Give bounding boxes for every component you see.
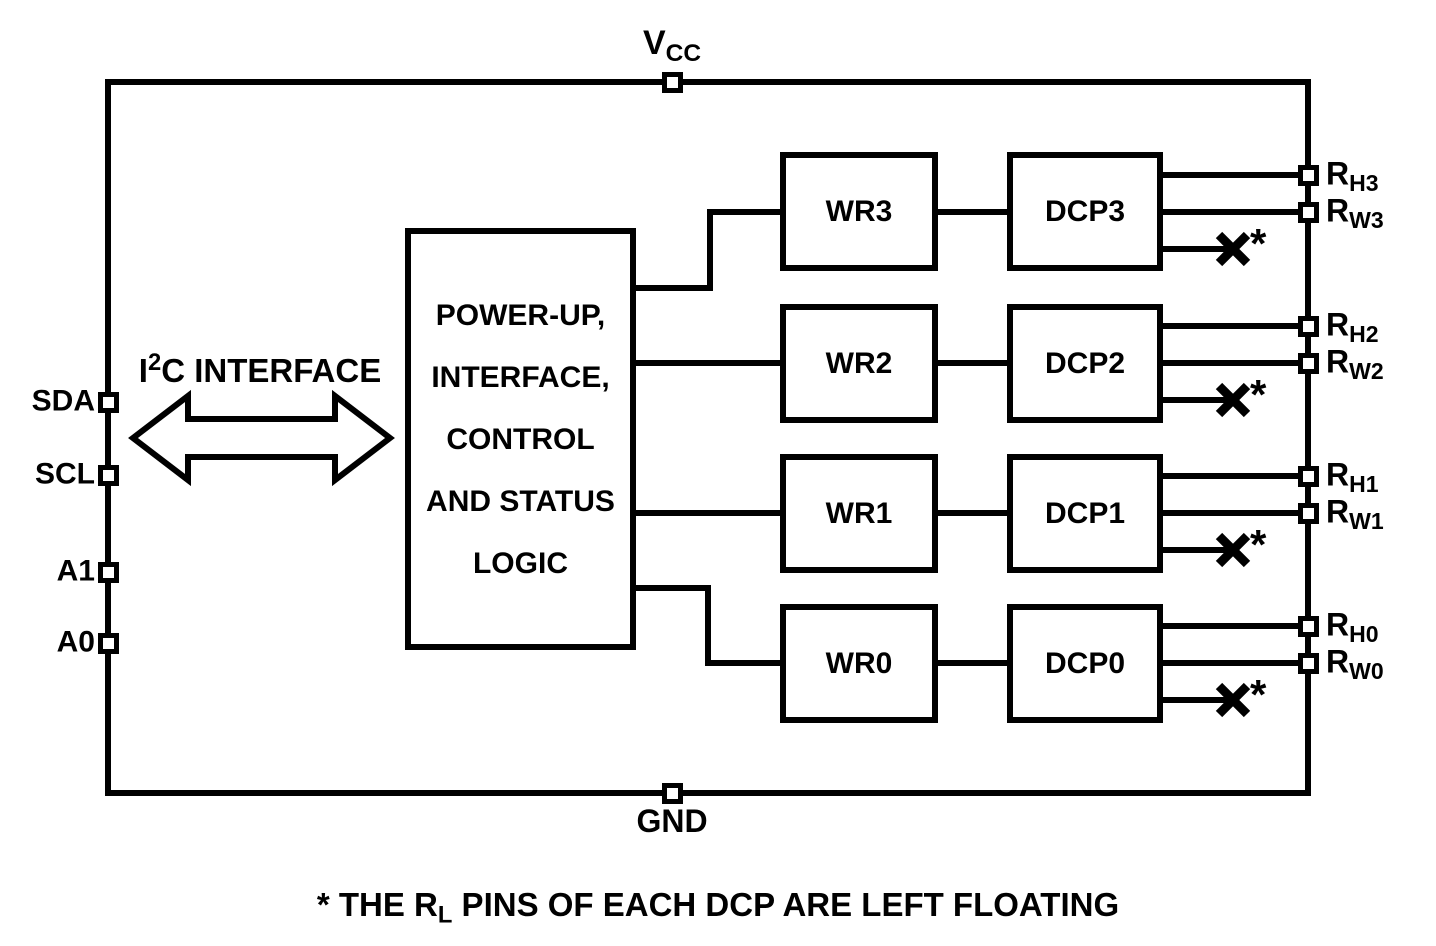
- x-marker-dcp2: [1215, 382, 1251, 418]
- vcc-sub: CC: [665, 39, 702, 67]
- a1-text: A1: [56, 554, 95, 588]
- pin-square-rh2: [1298, 316, 1319, 337]
- wr3-block: WR3: [780, 152, 938, 271]
- wr3-label: WR3: [825, 195, 893, 228]
- dcp3-block: DCP3: [1007, 152, 1163, 271]
- pin-square-rw3: [1298, 202, 1319, 223]
- connector-logic-wr0: [633, 585, 783, 666]
- logic-line: LOGIC: [472, 546, 568, 580]
- footnote: * THE RL PINS OF EACH DCP ARE LEFT FLOAT…: [0, 886, 1436, 930]
- logic-block-label: POWER-UP, INTERFACE, CONTROL AND STATUS …: [426, 269, 615, 610]
- pin-square-vcc: [662, 72, 683, 93]
- pin-square-rw2: [1298, 353, 1319, 374]
- rh3-main: R: [1326, 155, 1350, 192]
- rh0-main: R: [1326, 606, 1350, 643]
- footnote-post: PINS OF EACH DCP ARE LEFT FLOATING: [452, 886, 1120, 923]
- wr1-block: WR1: [780, 454, 938, 573]
- rw1-main: R: [1326, 493, 1350, 530]
- rw3-sub: W3: [1349, 206, 1384, 233]
- logic-line: AND STATUS: [426, 484, 615, 518]
- wr0-label: WR0: [825, 647, 893, 680]
- i2c-pre: I: [138, 351, 148, 389]
- wr2-block: WR2: [780, 304, 938, 423]
- footnote-pre: * THE R: [316, 886, 438, 923]
- pin-label-rw0: RW0: [1326, 643, 1384, 684]
- logic-line: INTERFACE,: [431, 360, 610, 394]
- rw2-main: R: [1326, 343, 1350, 380]
- logic-line: CONTROL: [446, 422, 595, 456]
- rh2-main: R: [1326, 306, 1350, 343]
- pin-square-scl: [98, 465, 119, 486]
- rw3-main: R: [1326, 192, 1350, 229]
- pin-label-gnd: GND: [600, 803, 744, 840]
- float-asterisk-dcp1: *: [1250, 521, 1267, 568]
- wr0-block: WR0: [780, 604, 938, 723]
- rh2-sub: H2: [1349, 320, 1379, 347]
- a0-text: A0: [56, 625, 95, 659]
- i2c-bidirectional-arrow: [128, 389, 395, 487]
- pin-label-rh2: RH2: [1326, 306, 1379, 347]
- connector-logic-wr3: [633, 209, 783, 291]
- dcp0-block: DCP0: [1007, 604, 1163, 723]
- dcp1-block: DCP1: [1007, 454, 1163, 573]
- rh0-sub: H0: [1349, 620, 1379, 647]
- pin-square-a1: [98, 562, 119, 583]
- pin-label-vcc: VCC: [600, 24, 744, 68]
- pin-square-rw1: [1298, 503, 1319, 524]
- rh3-sub: H3: [1349, 169, 1379, 196]
- gnd-text: GND: [636, 803, 708, 839]
- pin-square-a0: [98, 633, 119, 654]
- pin-label-rh3: RH3: [1326, 155, 1379, 196]
- x-marker-dcp3: [1215, 231, 1251, 267]
- pin-label-a0: A0: [10, 625, 95, 659]
- pin-square-gnd: [662, 783, 683, 804]
- float-asterisk-dcp0: *: [1250, 671, 1267, 718]
- pin-label-rw3: RW3: [1326, 192, 1384, 233]
- wr2-label: WR2: [825, 347, 893, 380]
- i2c-interface-label: I2C INTERFACE: [125, 349, 395, 390]
- wr1-label: WR1: [825, 497, 893, 530]
- dcp3-label: DCP3: [1044, 195, 1126, 228]
- scl-text: SCL: [35, 457, 95, 491]
- float-asterisk-dcp3: *: [1250, 220, 1267, 267]
- pin-label-rw2: RW2: [1326, 343, 1384, 384]
- vcc-main: V: [642, 24, 666, 62]
- dcp2-block: DCP2: [1007, 304, 1163, 423]
- dcp1-label: DCP1: [1044, 497, 1126, 530]
- power-up-logic-block: POWER-UP, INTERFACE, CONTROL AND STATUS …: [405, 228, 636, 650]
- pin-square-sda: [98, 392, 119, 413]
- pin-label-rw1: RW1: [1326, 493, 1384, 534]
- sda-text: SDA: [31, 384, 95, 418]
- pin-label-sda: SDA: [10, 384, 95, 418]
- rw2-sub: W2: [1349, 357, 1384, 384]
- rh1-sub: H1: [1349, 470, 1379, 497]
- i2c-sup: 2: [147, 349, 162, 376]
- pin-label-rh0: RH0: [1326, 606, 1379, 647]
- i2c-post: C INTERFACE: [161, 351, 382, 389]
- chip-outline: [105, 79, 1311, 796]
- float-asterisk-dcp2: *: [1250, 371, 1267, 418]
- pin-square-rh3: [1298, 165, 1319, 186]
- rw1-sub: W1: [1349, 507, 1384, 534]
- x-marker-dcp1: [1215, 532, 1251, 568]
- rw0-main: R: [1326, 643, 1350, 680]
- pin-label-scl: SCL: [10, 457, 95, 491]
- rw0-sub: W0: [1349, 657, 1384, 684]
- pin-label-rh1: RH1: [1326, 456, 1379, 497]
- pin-square-rw0: [1298, 653, 1319, 674]
- x-marker-dcp0: [1215, 682, 1251, 718]
- rh1-main: R: [1326, 456, 1350, 493]
- dcp2-label: DCP2: [1044, 347, 1126, 380]
- pin-label-a1: A1: [10, 554, 95, 588]
- dcp0-label: DCP0: [1044, 647, 1126, 680]
- logic-line: POWER-UP,: [435, 298, 606, 332]
- pin-square-rh1: [1298, 466, 1319, 487]
- pin-square-rh0: [1298, 616, 1319, 637]
- footnote-sub: L: [437, 901, 453, 929]
